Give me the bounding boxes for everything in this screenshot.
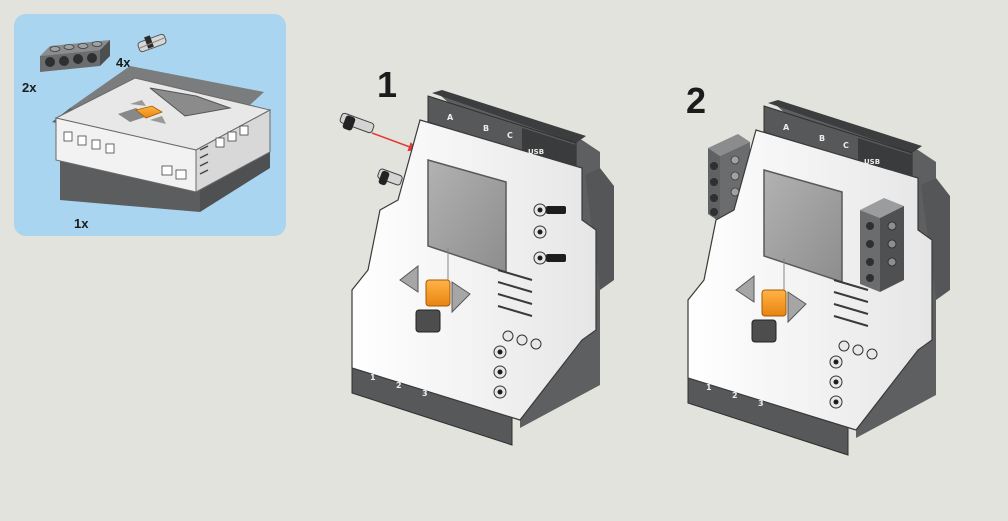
port-b-label: B (483, 124, 489, 133)
connector-pin-icon (339, 112, 375, 134)
usb-port-label: USB (528, 148, 544, 156)
beam-attached-right-icon (860, 198, 904, 292)
port-3-label: 3 (758, 399, 764, 408)
insert-arrow-icon (371, 132, 419, 152)
port-c-label: C (843, 141, 849, 150)
connector-pin-icon (377, 168, 403, 186)
nxt-brick-upright-icon (351, 90, 614, 446)
port-c-label: C (507, 131, 513, 140)
port-a-label: A (447, 113, 454, 122)
port-1-label: 1 (370, 373, 376, 382)
step-number: 2 (686, 80, 706, 121)
nxt-brick-upright-icon (687, 100, 950, 456)
usb-port-label: USB (864, 158, 880, 166)
port-a-label: A (783, 123, 790, 132)
nxt-brick-part-icon (52, 66, 272, 212)
port-b-label: B (819, 134, 825, 143)
port-2-label: 2 (732, 391, 738, 400)
step-1: 1 (339, 64, 614, 446)
port-3-label: 3 (422, 389, 428, 398)
step-number: 1 (377, 64, 397, 105)
port-1-label: 1 (706, 383, 712, 392)
nxt-brick-quantity: 1x (74, 216, 89, 231)
beam-quantity: 2x (22, 80, 37, 95)
step-2: 2 (686, 80, 950, 456)
connector-pin-part-icon (137, 33, 167, 53)
parts-list-panel: 2x 4x (14, 14, 286, 236)
beam-part-icon (40, 40, 110, 72)
connector-pin-quantity: 4x (116, 55, 131, 70)
port-2-label: 2 (396, 381, 402, 390)
